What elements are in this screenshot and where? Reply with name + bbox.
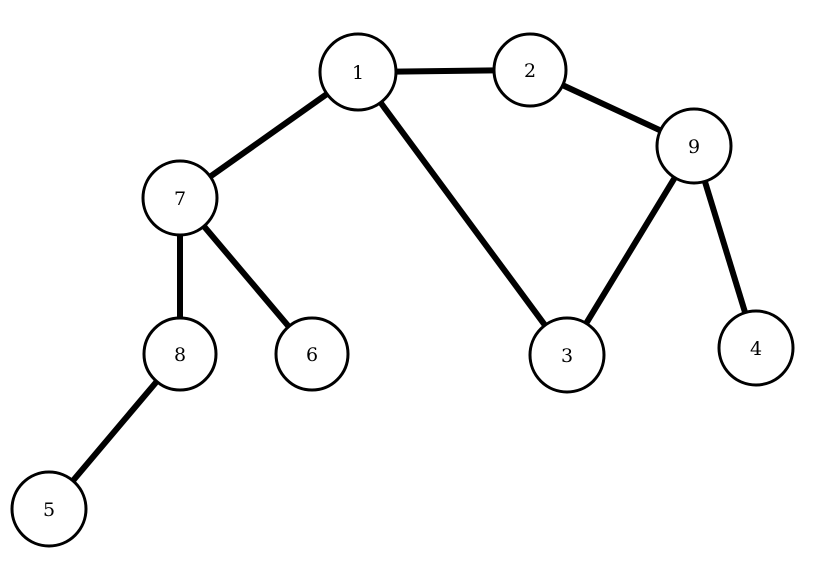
graph-node-circle-6[interactable] <box>274 316 350 392</box>
graph-node-9[interactable]: 9 <box>655 107 733 185</box>
graph-node-5[interactable]: 5 <box>10 470 88 548</box>
graph-node-circle-2[interactable] <box>492 32 568 108</box>
graph-node-3[interactable]: 3 <box>528 316 606 394</box>
graph-node-circle-9[interactable] <box>655 107 733 185</box>
graph-edge-8-5 <box>69 378 160 484</box>
graph-edge-2-9 <box>560 81 663 134</box>
graph-node-circle-1[interactable] <box>318 32 398 112</box>
graph-edge-1-2 <box>394 67 496 75</box>
graph-edge-9-3 <box>583 175 678 326</box>
graph-node-circle-3[interactable] <box>528 316 606 394</box>
graph-node-circle-5[interactable] <box>10 470 88 548</box>
graph-node-2[interactable]: 2 <box>492 32 568 108</box>
graph-node-6[interactable]: 6 <box>274 316 350 392</box>
graph-node-circle-7[interactable] <box>141 159 219 237</box>
graph-edge-1-7 <box>207 90 330 180</box>
graph-node-1[interactable]: 1 <box>318 32 398 112</box>
graph-node-4[interactable]: 4 <box>717 309 795 387</box>
edge-layer <box>69 67 749 484</box>
graph-node-circle-4[interactable] <box>717 309 795 387</box>
graph-edge-1-3 <box>377 99 549 328</box>
graph-node-8[interactable]: 8 <box>142 316 218 392</box>
graph-node-circle-8[interactable] <box>142 316 218 392</box>
graph-edge-7-6 <box>200 223 292 330</box>
graph-node-7[interactable]: 7 <box>141 159 219 237</box>
graph-edge-9-4 <box>701 179 749 315</box>
